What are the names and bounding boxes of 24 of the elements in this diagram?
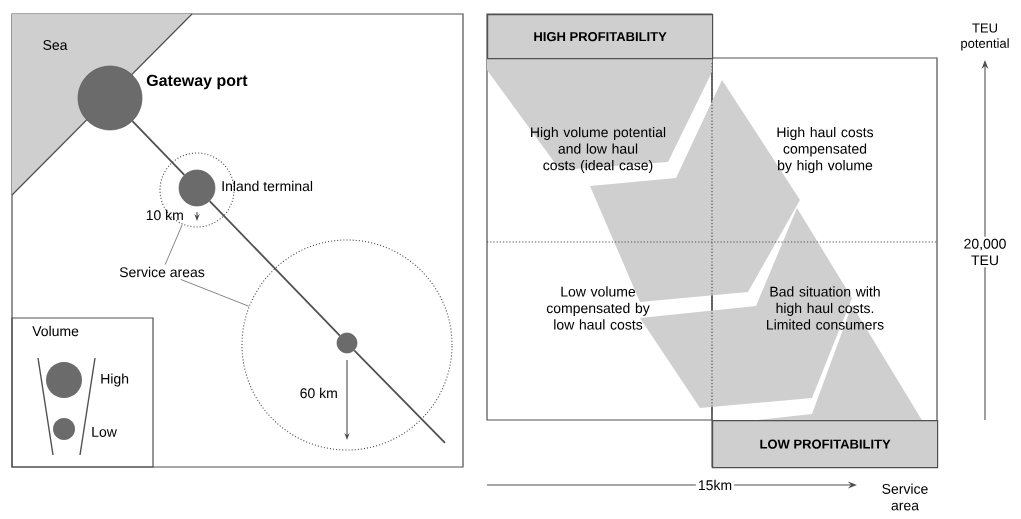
axis-label: 20,000 TEU <box>955 236 1015 268</box>
profitability-tab: HIGH PROFITABILITY <box>487 14 714 60</box>
terminal-circle <box>336 332 358 354</box>
quadrant-text: High volume potential and low haul costs (ideal case) <box>531 126 666 174</box>
route-line <box>131 120 186 176</box>
axis-label: TEU potential <box>961 23 1009 51</box>
quadrant-text: Low volume compensated by low haul costs <box>546 286 650 330</box>
dimension-label: 10 km <box>146 209 183 221</box>
service-area-circle <box>241 239 453 451</box>
legend-label: Low <box>92 427 117 437</box>
quadrant-text: High haul costs compensated by high volume <box>777 126 874 174</box>
legend-label: High <box>101 373 129 387</box>
legend-title: Volume <box>32 325 79 337</box>
leader-line <box>180 278 250 307</box>
axis-label: 15km <box>695 477 735 493</box>
route-line <box>208 200 341 337</box>
axis-label: Service area <box>882 483 928 511</box>
quadrant-text: Bad situation with high haul costs. Limited consumers <box>767 286 884 330</box>
dimension-label: 60 km <box>300 387 337 399</box>
terminal-label: Inland terminal <box>222 180 313 192</box>
profitability-tab: LOW PROFITABILITY <box>712 420 939 469</box>
service-area-label: Service areas <box>119 266 205 278</box>
route-line <box>353 349 446 444</box>
leader-line <box>164 224 183 266</box>
